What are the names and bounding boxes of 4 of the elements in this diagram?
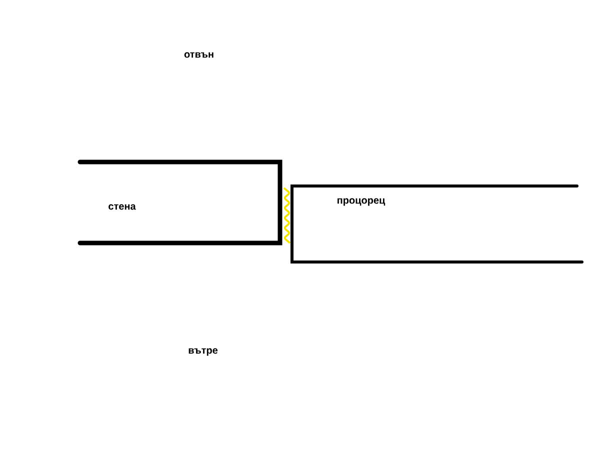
wall-outline: стена [78, 160, 282, 246]
frame-outline: процорец [290, 184, 584, 264]
region-label: отвън [184, 52, 214, 58]
region-label: вътре [188, 348, 218, 356]
